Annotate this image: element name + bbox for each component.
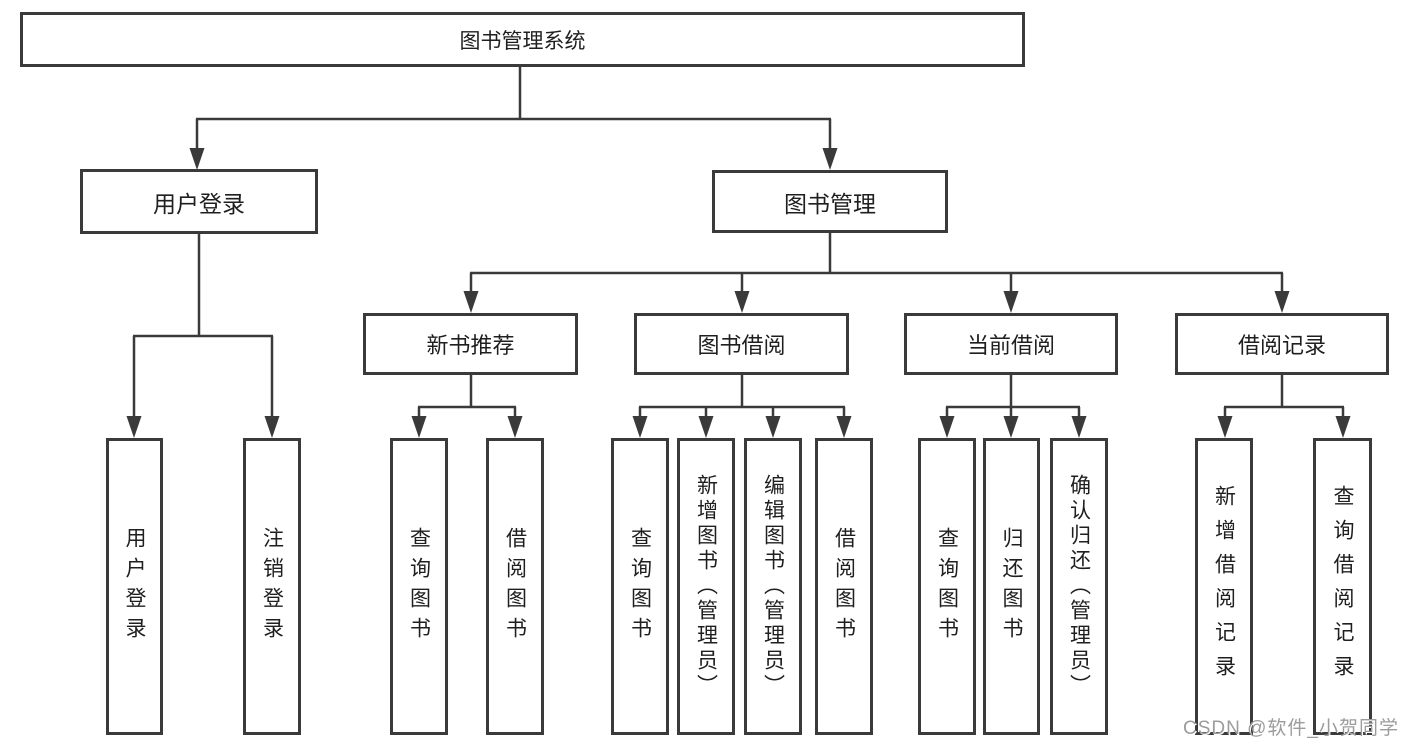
node-label: 借阅图书 [832, 526, 856, 647]
node-label: 查询图书 [628, 526, 652, 647]
leaf-return-books: 归还图书 [983, 438, 1040, 735]
leaf-query-borrow-record: 查询借阅记录 [1313, 438, 1372, 735]
node-label: 注销登录 [260, 526, 284, 647]
node-new-book-recommend: 新书推荐 [363, 313, 578, 375]
node-book-borrowing: 图书借阅 [634, 313, 849, 375]
node-label: 图书借阅 [697, 333, 786, 358]
node-label: 用户登录 [123, 526, 146, 647]
node-label: 新增借阅记录 [1212, 484, 1236, 689]
node-label: 查询图书 [407, 526, 431, 647]
leaf-add-borrow-record: 新增借阅记录 [1195, 438, 1253, 735]
node-label: 编辑图书（管理员） [761, 474, 785, 699]
leaf-borrow-books: 借阅图书 [815, 438, 873, 735]
node-label: 借阅记录 [1237, 333, 1326, 358]
node-book-management: 图书管理 [712, 170, 948, 233]
leaf-user-login: 用户登录 [106, 438, 163, 735]
node-label: 归还图书 [1000, 526, 1023, 647]
node-label: 借阅图书 [503, 526, 527, 647]
node-label: 当前借阅 [966, 333, 1055, 358]
node-label: 用户登录 [153, 190, 245, 217]
leaf-add-books-admin: 新增图书（管理员） [677, 438, 735, 735]
node-current-borrowing: 当前借阅 [904, 313, 1118, 375]
leaf-query-books-borrowing: 查询图书 [611, 438, 669, 735]
csdn-watermark: CSDN @软件_小贺同学 [1183, 718, 1399, 739]
node-user-login: 用户登录 [80, 169, 318, 234]
node-borrow-records: 借阅记录 [1175, 313, 1389, 375]
node-label: 查询借阅记录 [1331, 484, 1354, 689]
node-label: 确认归还（管理员） [1067, 474, 1091, 699]
node-system-root: 图书管理系统 [20, 12, 1025, 67]
arrowheads [126, 148, 1351, 438]
node-label: 新增图书（管理员） [694, 474, 718, 699]
node-label: 新书推荐 [426, 333, 515, 358]
leaf-borrow-books-recommend: 借阅图书 [486, 438, 544, 735]
node-label: 图书管理 [784, 190, 876, 217]
leaf-query-books-recommend: 查询图书 [390, 438, 448, 735]
leaf-query-books-current: 查询图书 [918, 438, 976, 735]
leaf-confirm-return-admin: 确认归还（管理员） [1050, 438, 1108, 735]
node-label: 图书管理系统 [459, 29, 586, 53]
leaf-logout: 注销登录 [243, 438, 301, 735]
leaf-edit-books-admin: 编辑图书（管理员） [744, 438, 802, 735]
node-label: 查询图书 [935, 526, 959, 647]
